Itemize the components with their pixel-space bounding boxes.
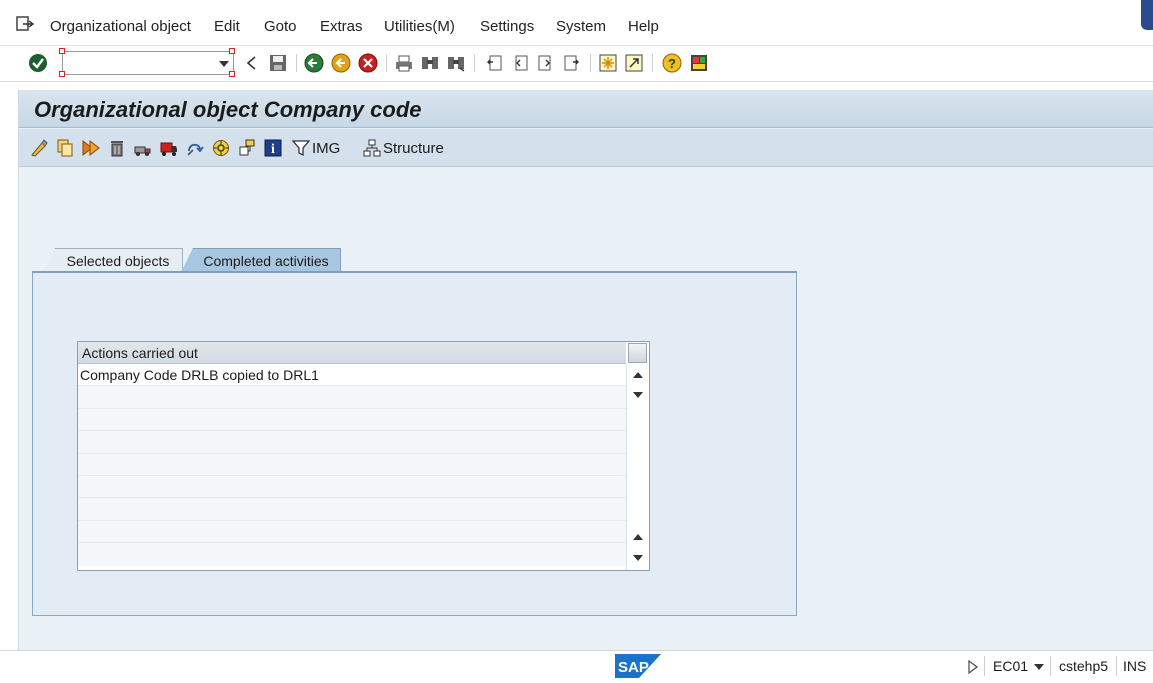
tab-label: Completed activities xyxy=(203,252,329,269)
status-separator xyxy=(1116,656,1117,676)
last-page-icon[interactable] xyxy=(562,53,582,73)
scroll-down-icon[interactable] xyxy=(633,392,643,398)
menu-settings[interactable]: Settings xyxy=(480,18,535,35)
menu-organizational-object[interactable]: Organizational object xyxy=(50,18,191,35)
table-row[interactable] xyxy=(78,386,626,409)
command-input[interactable] xyxy=(67,54,215,72)
svg-text:?: ? xyxy=(668,56,676,71)
toolbar-separator xyxy=(474,54,475,72)
selection-handle xyxy=(59,48,65,54)
status-bar: SAP EC01 cstehp5 INS xyxy=(0,650,1153,683)
table-row[interactable] xyxy=(78,543,626,566)
toolbar-separator xyxy=(590,54,591,72)
status-system: EC01 xyxy=(993,658,1029,674)
table-cell: Company Code DRLB copied to DRL1 xyxy=(80,366,319,383)
layout-icon[interactable] xyxy=(689,53,709,73)
sap-logo: SAP xyxy=(615,654,661,678)
svg-text:i: i xyxy=(271,142,275,157)
column-header-actions[interactable]: Actions carried out xyxy=(78,342,626,364)
tab-completed-activities[interactable]: Completed activities xyxy=(181,248,341,272)
shortcut-icon[interactable] xyxy=(624,53,644,73)
table-row[interactable] xyxy=(78,431,626,454)
find-next-icon[interactable] xyxy=(446,53,466,73)
table-row[interactable] xyxy=(78,476,626,499)
table-row[interactable] xyxy=(78,453,626,476)
exit-menu-icon[interactable] xyxy=(16,16,35,32)
first-page-icon[interactable] xyxy=(484,53,504,73)
structure-icon[interactable] xyxy=(362,138,382,158)
table-row[interactable] xyxy=(78,520,626,544)
print-icon[interactable] xyxy=(394,53,414,73)
truck-icon[interactable] xyxy=(159,138,179,158)
application-toolbar: i IMG Structure xyxy=(19,129,1153,167)
table-row[interactable] xyxy=(78,408,626,432)
scroll-up-icon[interactable] xyxy=(633,372,643,378)
previous-page-icon[interactable] xyxy=(510,53,530,73)
vertical-scrollbar[interactable] xyxy=(626,364,649,570)
transport-icon[interactable] xyxy=(133,138,153,158)
selection-handle xyxy=(229,48,235,54)
status-server: cstehp5 xyxy=(1059,658,1109,674)
enter-icon[interactable] xyxy=(28,53,48,73)
navigation-icon[interactable] xyxy=(211,138,231,158)
tab-panel: Actions carried out Company Code DRLB co… xyxy=(32,271,797,616)
menu-help[interactable]: Help xyxy=(628,18,659,35)
find-icon[interactable] xyxy=(420,53,440,73)
table-settings-button[interactable] xyxy=(628,343,647,363)
status-separator xyxy=(984,656,985,676)
selection-handle xyxy=(59,71,65,77)
info-icon[interactable]: i xyxy=(263,138,283,158)
standard-toolbar: ? xyxy=(0,46,1153,82)
actions-table: Actions carried out Company Code DRLB co… xyxy=(77,341,650,571)
next-page-icon[interactable] xyxy=(536,53,556,73)
status-mode: INS xyxy=(1123,658,1147,674)
exit-icon[interactable] xyxy=(331,53,351,73)
hierarchy-icon[interactable] xyxy=(237,138,257,158)
status-separator xyxy=(1050,656,1051,676)
execute-icon[interactable] xyxy=(81,138,101,158)
structure-button[interactable]: Structure xyxy=(383,139,444,157)
where-used-icon[interactable] xyxy=(185,138,205,158)
column-header-label: Actions carried out xyxy=(82,344,198,361)
title-bar: Organizational object Company code xyxy=(19,90,1153,128)
system-dropdown-icon[interactable] xyxy=(1034,664,1044,670)
img-button[interactable]: IMG xyxy=(312,139,341,157)
back-icon[interactable] xyxy=(304,53,324,73)
help-icon[interactable]: ? xyxy=(662,53,682,73)
menu-utilities[interactable]: Utilities(M) xyxy=(384,18,455,35)
toolbar-separator xyxy=(386,54,387,72)
page-title: Organizational object Company code xyxy=(34,97,422,122)
menu-extras[interactable]: Extras xyxy=(320,18,363,35)
toolbar-separator xyxy=(296,54,297,72)
chevron-down-icon[interactable] xyxy=(219,61,229,67)
cancel-icon[interactable] xyxy=(358,53,378,73)
status-expand-icon[interactable] xyxy=(968,659,979,677)
menu-system[interactable]: System xyxy=(556,18,607,35)
main-area: Organizational object Company code xyxy=(18,90,1153,650)
svg-text:SAP: SAP xyxy=(618,659,649,676)
toolbar-separator xyxy=(652,54,653,72)
selection-handle xyxy=(229,71,235,77)
table-row[interactable]: Company Code DRLB copied to DRL1 xyxy=(78,364,626,387)
command-field[interactable] xyxy=(62,51,234,75)
scroll-up-icon[interactable] xyxy=(633,534,643,540)
back-arrow-icon[interactable] xyxy=(241,53,261,73)
window-corner xyxy=(1141,0,1153,30)
delete-icon[interactable] xyxy=(107,138,127,158)
edit-icon[interactable] xyxy=(29,138,49,158)
menu-bar: Organizational object Edit Goto Extras U… xyxy=(0,0,1153,46)
copy-icon[interactable] xyxy=(55,138,75,158)
save-icon[interactable] xyxy=(268,53,288,73)
new-session-icon[interactable] xyxy=(598,53,618,73)
scroll-down-icon[interactable] xyxy=(633,555,643,561)
tab-label: Selected objects xyxy=(66,252,170,269)
menu-goto[interactable]: Goto xyxy=(264,18,297,35)
tab-selected-objects[interactable]: Selected objects xyxy=(43,248,183,272)
table-row[interactable] xyxy=(78,498,626,521)
menu-edit[interactable]: Edit xyxy=(214,18,240,35)
img-filter-icon[interactable] xyxy=(291,138,311,158)
